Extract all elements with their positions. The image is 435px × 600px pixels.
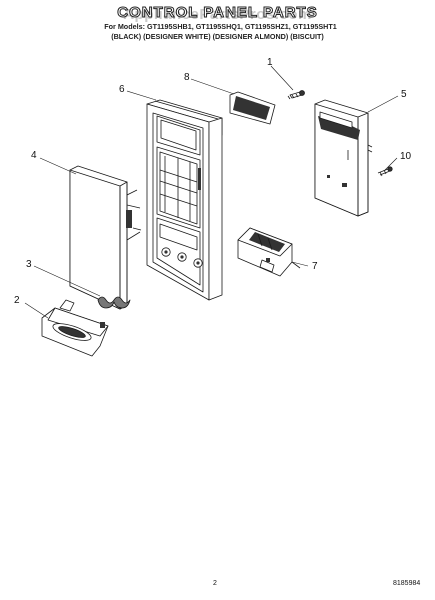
part-4-cover-panel [69, 165, 142, 310]
part-2-release-button [41, 299, 109, 357]
finishes-line: (BLACK) (DESIGNER WHITE) (DESIGNER ALMON… [111, 32, 324, 41]
diagram-header: AppliancePartsPros.com CONTROL PANEL PAR… [0, 4, 435, 42]
callout-2: 2 [14, 295, 20, 306]
callout-3: 3 [26, 259, 32, 270]
part-7-latch-assembly [237, 227, 301, 277]
part-5-control-panel-frame [146, 99, 223, 301]
callout-6: 5 [401, 89, 407, 100]
page-number: 2 [213, 580, 217, 587]
document-number: 8185984 [393, 580, 421, 587]
callout-8: 8 [184, 72, 190, 83]
watermark: AppliancePartsPros.com [123, 6, 312, 23]
callout-5: 6 [119, 84, 125, 95]
diagram-title: CONTROL PANEL PARTS [117, 4, 318, 22]
part-3-spring [97, 296, 131, 309]
leader-lines [24, 65, 399, 319]
callout-10: 10 [400, 151, 412, 162]
part-10-screw [377, 166, 393, 177]
part-6-control-board [314, 99, 373, 217]
part-1-screw [287, 90, 305, 100]
model-list: For Models: GT1195SHB1, GT1195SHQ1, GT11… [0, 22, 435, 42]
callout-4: 4 [31, 150, 37, 161]
part-8-display-window [229, 91, 276, 125]
models-line: For Models: GT1195SHB1, GT1195SHQ1, GT11… [104, 22, 337, 31]
callout-7: 7 [312, 261, 318, 272]
callout-1: 1 [267, 57, 273, 68]
